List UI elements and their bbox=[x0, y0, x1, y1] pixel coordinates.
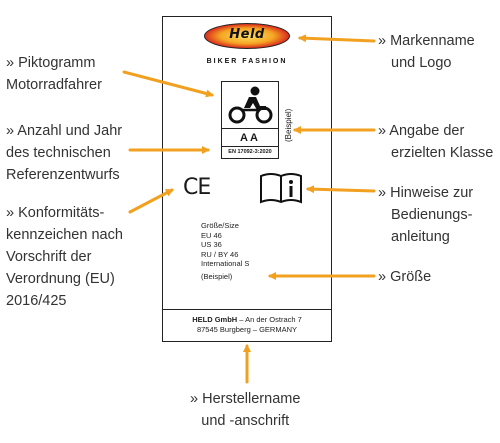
callout-brand: » Markenname und Logo bbox=[378, 33, 475, 71]
callout-size: » Größe bbox=[378, 269, 432, 285]
size-block: Größe/Size EU 46 US 36 RU / BY 46 Intern… bbox=[201, 221, 250, 281]
arrow-instructions bbox=[306, 185, 376, 194]
instruction-book-icon bbox=[260, 173, 302, 204]
callout-year: » Anzahl und Jahr des technischen Refere… bbox=[6, 123, 123, 183]
motorcycle-rider-icon bbox=[228, 86, 273, 124]
class-code: AA bbox=[221, 129, 279, 147]
callout-conformity: » Konformitäts- kennzeichen nach Vorschr… bbox=[6, 205, 123, 309]
arrow-brand bbox=[298, 34, 376, 43]
manufacturer-address: HELD GmbH – An der Ostrach 7 87545 Burgb… bbox=[192, 315, 302, 334]
arrow-pictogram bbox=[122, 70, 214, 98]
callout-instructions: » Hinweise zur Bedienungs- anleitung bbox=[378, 185, 474, 245]
brand-subtitle: BIKER FASHION bbox=[206, 58, 288, 65]
arrow-conformity bbox=[128, 188, 174, 214]
pictogram-box bbox=[221, 81, 279, 129]
callout-manufacturer: » Herstellername und -anschrift bbox=[190, 391, 301, 429]
label-divider bbox=[163, 309, 331, 310]
logo-text: Held bbox=[229, 27, 265, 42]
callout-pictogram: » Piktogramm Motorradfahrer bbox=[6, 55, 102, 93]
callout-class: » Angabe der erzielten Klasse bbox=[378, 123, 494, 161]
garment-label: Held BIKER FASHION AA EN 17092-3:2020 (B… bbox=[162, 16, 332, 342]
size-example-note: (Beispiel) bbox=[201, 271, 233, 281]
logo-oval: Held bbox=[204, 23, 290, 49]
norm-reference: EN 17092-3:2020 bbox=[221, 147, 279, 159]
brand-logo: Held BIKER FASHION bbox=[163, 23, 331, 65]
ce-mark: CE bbox=[183, 175, 211, 200]
